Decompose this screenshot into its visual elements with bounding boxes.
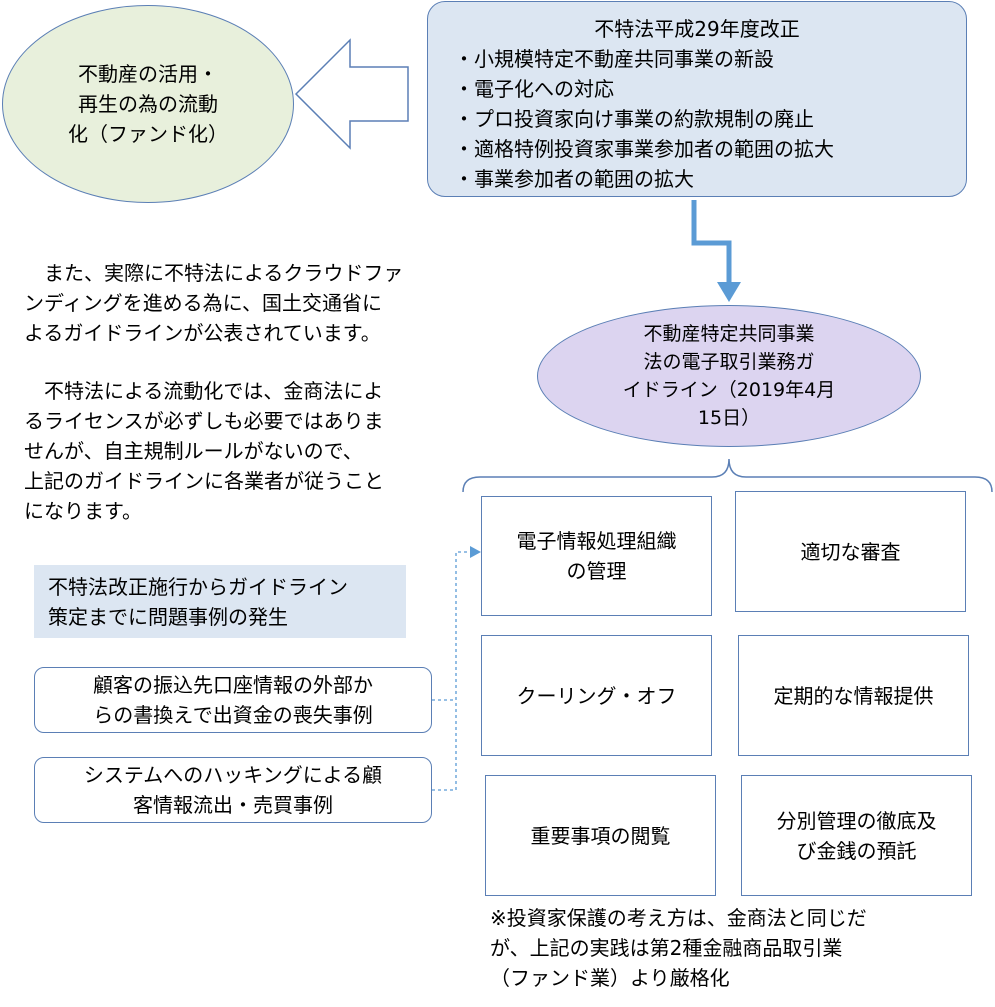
case-box-hacking: システムへのハッキングによる顧 客情報流出・売買事例 bbox=[34, 757, 432, 823]
paragraph-line: よるガイドラインが公表されています。 bbox=[24, 321, 381, 345]
case-line: システムへのハッキングによる顧 bbox=[83, 763, 383, 787]
hollow-left-arrow bbox=[294, 38, 409, 150]
guideline-item-line: 分別管理の徹底及 bbox=[776, 808, 937, 833]
guideline-line: 15日） bbox=[697, 407, 761, 429]
paragraph-license: 不特法による流動化では、金商法によ るライセンスが必ずしも必要ではありま せんが… bbox=[24, 376, 444, 526]
reform-item: ・小規模特定不動産共同事業の新設 bbox=[454, 47, 774, 71]
guideline-item-line: 定期的な情報提供 bbox=[773, 683, 934, 708]
problem-header-line: 不特法改正施行からガイドライン bbox=[48, 574, 348, 599]
reform-item: ・電子化への対応 bbox=[454, 77, 614, 101]
guideline-item-line: 重要事項の閲覧 bbox=[530, 823, 671, 848]
paragraph-line: また、実際に不特法によるクラウドファ bbox=[24, 261, 404, 285]
dotted-connector bbox=[432, 551, 472, 791]
paragraph-line: になります。 bbox=[24, 499, 142, 523]
paragraph-line: るライセンスが必ずしも必要ではありま bbox=[24, 409, 384, 433]
case-line: らの書換えで出資金の喪失事例 bbox=[93, 703, 373, 727]
paragraph-line: 不特法による流動化では、金商法によ bbox=[24, 379, 384, 403]
guideline-item-screening: 適切な審査 bbox=[735, 491, 966, 612]
liquidation-line: 不動産の活用・ bbox=[78, 62, 218, 86]
reform-item: ・事業参加者の範囲の拡大 bbox=[454, 167, 694, 191]
guideline-item-line: クーリング・オフ bbox=[516, 683, 677, 708]
paragraph-line: ンディングを進める為に、国土交通省に bbox=[24, 291, 382, 315]
guideline-item-system-management: 電子情報処理組織 の管理 bbox=[481, 496, 712, 616]
elbow-arrow-head bbox=[717, 282, 741, 302]
reform-item: ・適格特例投資家事業参加者の範囲の拡大 bbox=[454, 137, 834, 161]
liquidation-ellipse: 不動産の活用・ 再生の為の流動 化（ファンド化） bbox=[2, 5, 294, 203]
liquidation-line: 再生の為の流動 bbox=[78, 92, 218, 116]
note-line: （ファンド業）より厳格化 bbox=[490, 966, 730, 990]
investor-protection-note: ※投資家保護の考え方は、金商法と同じだ が、上記の実践は第2種金融商品取引業 （… bbox=[490, 903, 970, 993]
note-line: が、上記の実践は第2種金融商品取引業 bbox=[490, 936, 843, 960]
guideline-item-segregation: 分別管理の徹底及 び金銭の預託 bbox=[741, 775, 972, 896]
case-line: 客情報流出・売買事例 bbox=[133, 793, 333, 817]
guideline-item-cooling-off: クーリング・オフ bbox=[481, 635, 712, 756]
reform-item: ・プロ投資家向け事業の約款規制の廃止 bbox=[454, 107, 814, 131]
guideline-ellipse: 不動産特定共同事業 法の電子取引業務ガ イドライン（2019年4月 15日） bbox=[537, 305, 921, 447]
guideline-item-disclosure-viewing: 重要事項の閲覧 bbox=[485, 775, 716, 896]
dotted-connector-arrow-head bbox=[470, 546, 481, 558]
guideline-item-periodic-info: 定期的な情報提供 bbox=[738, 635, 969, 756]
paragraph-crowdfunding: また、実際に不特法によるクラウドファ ンディングを進める為に、国土交通省に よる… bbox=[24, 258, 444, 348]
guideline-item-line: 電子情報処理組織 bbox=[516, 529, 677, 553]
guideline-line: イドライン（2019年4月 bbox=[622, 379, 836, 401]
reform-box: 不特法平成29年度改正 ・小規模特定不動産共同事業の新設 ・電子化への対応 ・プ… bbox=[427, 1, 967, 197]
paragraph-line: せんが、自主規制ルールがないので、 bbox=[24, 439, 363, 463]
case-line: 顧客の振込先口座情報の外部か bbox=[93, 673, 373, 697]
liquidation-line: 化（ファンド化） bbox=[68, 122, 228, 146]
guideline-line: 法の電子取引業務ガ bbox=[643, 351, 815, 373]
note-line: ※投資家保護の考え方は、金商法と同じだ bbox=[490, 906, 867, 930]
curly-brace bbox=[462, 458, 993, 493]
problem-header-line: 策定までに問題事例の発生 bbox=[48, 604, 288, 629]
guideline-item-line: び金銭の預託 bbox=[796, 838, 917, 863]
guideline-line: 不動産特定共同事業 bbox=[643, 323, 815, 345]
elbow-connector-arrow bbox=[691, 200, 732, 284]
reform-title: 不特法平成29年度改正 bbox=[594, 17, 800, 41]
guideline-item-line: 適切な審査 bbox=[800, 539, 901, 564]
problem-header: 不特法改正施行からガイドライン 策定までに問題事例の発生 bbox=[34, 565, 406, 638]
guideline-item-line: の管理 bbox=[566, 559, 627, 583]
case-box-account-rewrite: 顧客の振込先口座情報の外部か らの書換えで出資金の喪失事例 bbox=[34, 667, 432, 733]
paragraph-line: 上記のガイドラインに各業者が従うこと bbox=[24, 469, 384, 493]
